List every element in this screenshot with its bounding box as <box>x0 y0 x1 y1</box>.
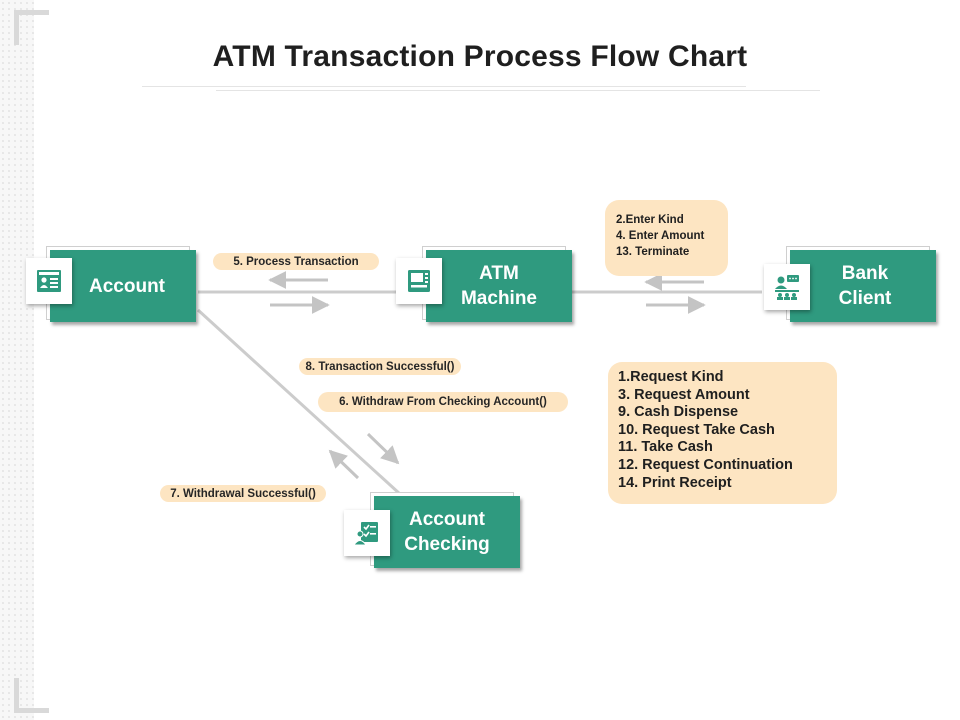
arrow-checking-to-account <box>328 449 360 480</box>
account-checking-label-line2: Checking <box>404 534 490 555</box>
account-checking-label-line1: Account <box>409 509 485 530</box>
corner-bracket-bottom-left <box>14 678 49 713</box>
left-decorative-strip <box>0 0 34 720</box>
note-atm-requests-line: 12. Request Continuation <box>618 456 793 473</box>
account-node-label: Account <box>89 275 165 297</box>
message-process-transaction: 5. Process Transaction <box>213 253 379 270</box>
page-title: ATM Transaction Process Flow Chart <box>212 40 748 73</box>
note-atm-requests-line: 10. Request Take Cash <box>618 421 775 438</box>
title-underline <box>142 86 746 87</box>
note-client-inputs-line: 2.Enter Kind <box>616 214 684 226</box>
atm-icon <box>396 258 442 304</box>
message-withdraw-from-checking: 6. Withdraw From Checking Account() <box>318 392 568 412</box>
note-client-inputs: 2.Enter Kind 4. Enter Amount 13. Termina… <box>605 200 728 276</box>
atm-machine-node-box: ATM Machine <box>426 250 572 322</box>
message-transaction-successful: 8. Transaction Successful() <box>299 358 461 375</box>
note-atm-requests: 1.Request Kind 3. Request Amount 9. Cash… <box>608 362 837 504</box>
bank-client-node-box: Bank Client <box>790 250 936 322</box>
note-atm-requests-line: 3. Request Amount <box>618 386 750 403</box>
bank-client-label-line2: Client <box>838 288 892 309</box>
customer-service-icon <box>764 264 810 310</box>
note-atm-requests-line: 9. Cash Dispense <box>618 404 739 421</box>
account-checking-node-box: Account Checking <box>374 496 520 568</box>
atm-machine-label-line2: Machine <box>460 288 538 309</box>
profile-card-icon <box>26 258 72 304</box>
bank-client-label-line1: Bank <box>841 263 889 284</box>
message-withdrawal-successful: 7. Withdrawal Successful() <box>160 485 326 502</box>
corner-bracket-top-left <box>14 10 49 45</box>
note-client-inputs-line: 4. Enter Amount <box>616 230 705 242</box>
account-node-box: Account <box>50 250 196 322</box>
note-client-inputs-line: 13. Terminate <box>616 246 690 258</box>
note-atm-requests-line: 1.Request Kind <box>618 369 724 385</box>
atm-machine-label-line1: ATM <box>479 263 519 284</box>
title-underline-secondary <box>216 90 820 91</box>
note-atm-requests-line: 14. Print Receipt <box>618 474 732 491</box>
checklist-user-icon <box>344 510 390 556</box>
note-atm-requests-line: 11. Take Cash <box>618 439 713 456</box>
connector-account-checking <box>196 308 402 496</box>
arrow-account-to-checking <box>366 432 400 465</box>
